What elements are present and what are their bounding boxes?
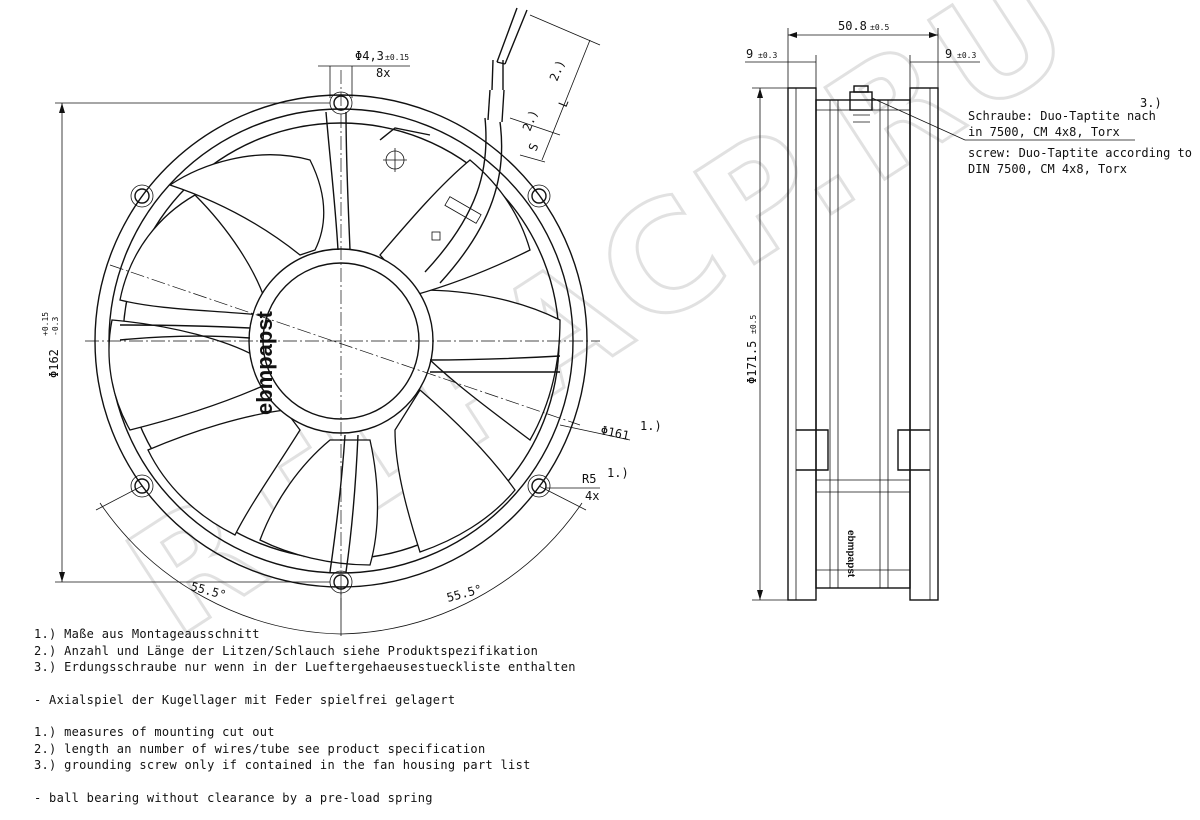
mounting-hole xyxy=(134,188,150,204)
note-de-2: 2.) Anzahl und Länge der Litzen/Schlauch… xyxy=(34,643,539,658)
dim-height-tol: ±0.5 xyxy=(749,315,758,334)
dim-cutout: Φ161 1.) xyxy=(559,419,662,443)
dim-hole-count: 8x xyxy=(376,66,390,80)
dim-cutout-ref: 1.) xyxy=(640,419,662,433)
dim-wire-s: S xyxy=(526,141,542,153)
dim-wire-length: L xyxy=(556,97,572,109)
dim-flange-left-tol: ±0.3 xyxy=(758,51,777,60)
dim-height: Φ171.5 ±0.5 xyxy=(745,87,788,601)
struts xyxy=(119,111,561,573)
dim-wire-s-ref: 2.) xyxy=(520,108,541,133)
screw-callout: 3.) Schraube: Duo-Taptite nach in 7500, … xyxy=(871,96,1192,176)
mounting-hole xyxy=(531,188,547,204)
dim-outer-value: Φ162 xyxy=(47,349,61,378)
notes-block: 1.) Maße aus Montageausschnitt 2.) Anzah… xyxy=(34,626,734,806)
mounting-hole xyxy=(130,474,154,498)
cable xyxy=(487,7,528,123)
dim-radius-count: 4x xyxy=(585,489,599,503)
note-de-3: 3.) Erdungsschraube nur wenn in der Luef… xyxy=(34,660,576,674)
dim-width-tol: ±0.5 xyxy=(870,23,889,32)
dim-wire: L 2.) S 2.) xyxy=(509,14,601,163)
side-brand-label: ebmpapst xyxy=(845,530,856,578)
screw-text-de-2: in 7500, CM 4x8, Torx xyxy=(968,125,1120,139)
angle-right: 55.5° xyxy=(445,582,484,605)
dim-cutout-value: Φ161 xyxy=(599,423,630,443)
mounting-hole xyxy=(527,474,551,498)
dim-wire-length-ref: 2.) xyxy=(547,58,568,83)
dim-flange-right-tol: ±0.3 xyxy=(957,51,976,60)
screw-text-de-1: Schraube: Duo-Taptite nach xyxy=(968,109,1156,123)
note-en-1: 1.) measures of mounting cut out xyxy=(34,725,275,739)
dim-outer: Φ162 +0.15 -0.3 xyxy=(41,102,330,583)
dim-width: 50.8 ±0.5 xyxy=(787,19,939,88)
front-view: ebmpapst xyxy=(41,7,662,636)
wire-channel xyxy=(379,117,503,284)
dim-height-value: Φ171.5 xyxy=(745,341,759,384)
dim-flange-right: 9 xyxy=(945,47,952,61)
note-de-1: 1.) Maße aus Montageausschnitt xyxy=(34,627,260,641)
note-en-3: 3.) grounding screw only if contained in… xyxy=(34,758,531,772)
dim-flange-left: 9 xyxy=(746,47,753,61)
note-de-extra: - Axialspiel der Kugellager mit Feder sp… xyxy=(34,692,456,707)
hub-brand-label: ebmpapst xyxy=(252,310,277,415)
dim-radius-value: R5 xyxy=(582,472,596,486)
screw-ref: 3.) xyxy=(1140,96,1162,110)
mounting-hole xyxy=(130,184,154,208)
dim-radius-ref: 1.) xyxy=(607,466,629,480)
dim-outer-tol-upper: +0.15 xyxy=(41,312,50,336)
side-view: ebmpapst 50.8 ±0.5 9 ±0.3 9 ±0.3 xyxy=(745,19,1192,601)
note-en-extra: - ball bearing without clearance by a pr… xyxy=(34,790,433,805)
dim-hole: Φ4,3 ±0.15 8x xyxy=(318,49,410,98)
dim-radius: R5 1.) 4x xyxy=(545,466,629,503)
mounting-hole xyxy=(527,184,551,208)
dim-hole-value: Φ4,3 xyxy=(355,49,384,63)
fan-blades xyxy=(108,154,561,566)
screw-text-en-2: DIN 7500, CM 4x8, Torx xyxy=(968,162,1127,176)
dim-width-value: 50.8 xyxy=(838,19,867,33)
housing-body xyxy=(815,99,911,589)
screw-text-en-1: screw: Duo-Taptite according to xyxy=(968,146,1192,160)
mounting-hole xyxy=(531,478,547,494)
dim-outer-tol-lower: -0.3 xyxy=(51,317,60,336)
mounting-hole xyxy=(134,478,150,494)
dim-hole-tol: ±0.15 xyxy=(385,53,409,62)
ground-screw xyxy=(849,85,873,123)
note-en-2: 2.) length an number of wires/tube see p… xyxy=(34,741,486,756)
dim-flanges: 9 ±0.3 9 ±0.3 xyxy=(745,47,980,88)
